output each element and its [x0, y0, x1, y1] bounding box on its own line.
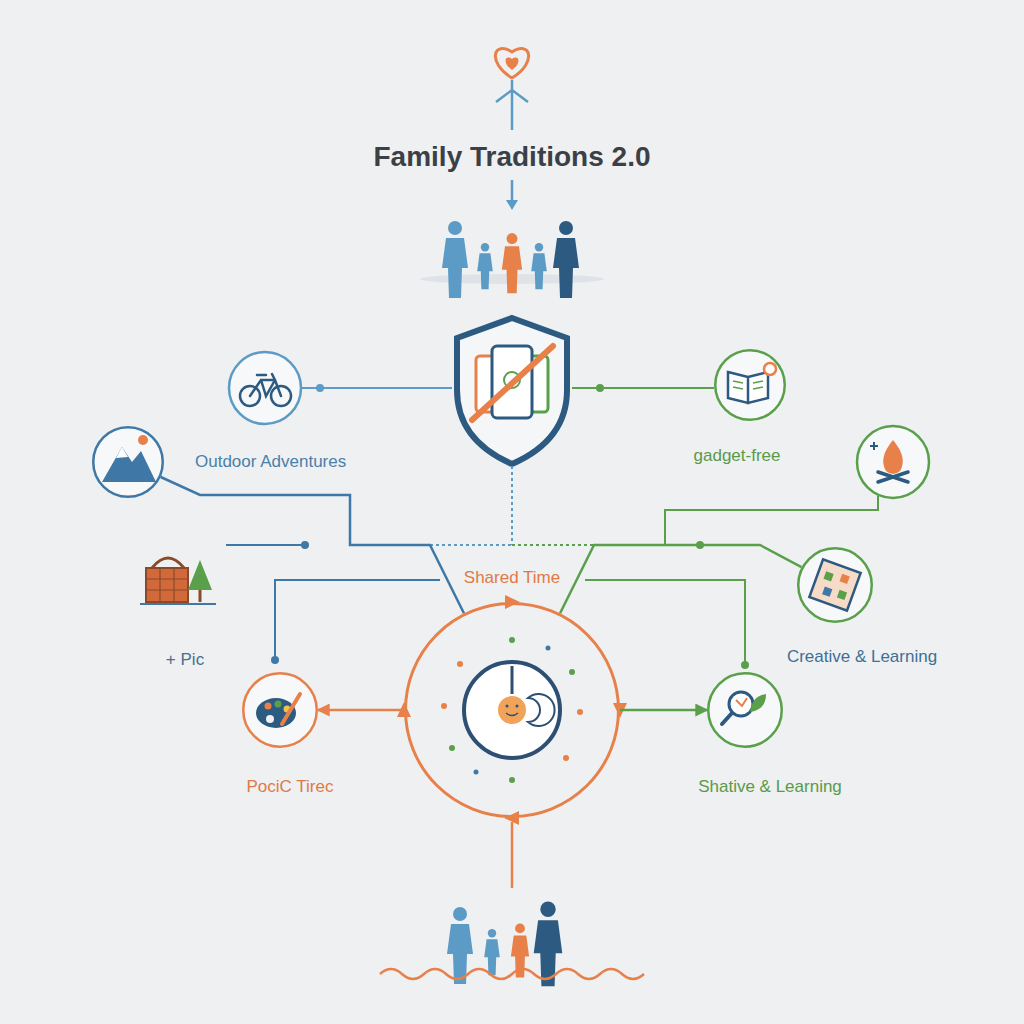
icon-circle: Shative & Learning	[707, 672, 783, 748]
node-label: gadget-free	[694, 446, 781, 466]
junction-dot	[271, 384, 749, 669]
heart-symbol	[495, 49, 528, 210]
family-figure	[447, 902, 562, 987]
circle-outline	[404, 602, 620, 818]
picnic-icon	[140, 558, 216, 604]
campfire-icon	[857, 426, 929, 498]
icon-circle: Shared Time	[404, 602, 620, 818]
book-icon	[728, 363, 776, 403]
bike-icon	[229, 352, 301, 424]
circle-outline	[93, 427, 163, 497]
node-label: Shative & Learning	[698, 777, 842, 797]
icon-circle: Outdoor Adventures	[92, 426, 164, 498]
connector	[620, 709, 707, 712]
circle-outline	[714, 349, 786, 421]
icon-circle: Creative & Learning	[797, 547, 873, 623]
wave-line	[380, 969, 644, 979]
node-label: + Pic	[166, 650, 204, 670]
circle-outline	[406, 604, 619, 817]
circle-outline	[798, 548, 872, 622]
connector	[161, 477, 464, 613]
cycle-arrowhead	[397, 595, 627, 825]
icon-circle: PociC Tirec	[242, 672, 318, 748]
circle-outline	[715, 350, 785, 420]
connector	[560, 545, 801, 613]
connector	[318, 709, 404, 712]
circle-outline	[707, 672, 783, 748]
board-game-icon	[809, 559, 860, 610]
circle-outline	[797, 547, 873, 623]
clock-icon	[441, 637, 583, 783]
circle-outline	[242, 672, 318, 748]
icon-circle: gadget-free	[714, 349, 786, 421]
node-label: PociC Tirec	[247, 777, 334, 797]
title: Family Traditions 2.0	[374, 140, 651, 174]
node-label: Creative & Learning	[787, 647, 937, 667]
icon-ground	[93, 350, 928, 747]
family-figure	[420, 221, 604, 298]
node-label: Shared Time	[464, 568, 560, 588]
icon-circle: + Pic	[138, 548, 202, 612]
magnifier-icon	[722, 692, 766, 724]
gadget-free-shield	[457, 318, 567, 464]
circle-outline	[708, 673, 782, 747]
node-label: Outdoor Adventures	[195, 452, 346, 472]
circle-outline	[243, 673, 317, 747]
mountain-icon	[102, 435, 156, 482]
palette-icon	[256, 694, 300, 728]
circle-outline	[92, 426, 164, 498]
